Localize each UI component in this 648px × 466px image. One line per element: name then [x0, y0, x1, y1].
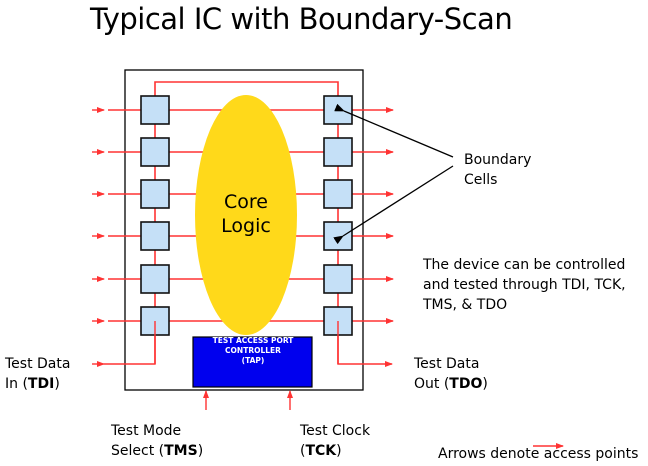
tdi-label-line2: In (TDI)	[5, 376, 60, 392]
description-line3: TMS, & TDO	[423, 297, 508, 313]
boundary-cell-right	[323, 95, 353, 125]
callout-arrow-upper	[334, 103, 454, 158]
boundary-cell-left	[140, 95, 170, 125]
core-logic-label: Core Logic	[206, 190, 286, 238]
tdo-line	[337, 321, 393, 367]
tck-label-line2: (TCK)	[300, 443, 342, 459]
tck-abbr: TCK	[305, 443, 337, 459]
boundary-cell-left	[140, 221, 170, 251]
tdi-abbr: TDI	[27, 376, 55, 392]
tms-abbr: TMS	[164, 443, 198, 459]
tck-label-line1: Test Clock	[300, 423, 371, 439]
boundary-cell-left	[140, 137, 170, 167]
chip-outline	[124, 69, 364, 391]
legend-text: Arrows denote access points	[438, 446, 639, 462]
diagram-title: Typical IC with Boundary-Scan	[90, 2, 513, 36]
core-label-line1: Core	[224, 191, 268, 213]
tap-label-line1: TEST ACCESS PORT	[212, 336, 294, 345]
description-line2: and tested through TDI, TCK,	[423, 277, 626, 293]
boundary-cell-right	[323, 179, 353, 209]
boundary-cell-right	[323, 264, 353, 294]
core-label-line2: Logic	[221, 215, 271, 237]
tap-controller-label: TEST ACCESS PORT CONTROLLER (TAP)	[194, 336, 312, 366]
tck-label: Test Clock (TCK)	[300, 421, 370, 461]
tap-controller-box	[192, 336, 313, 388]
tdo-abbr: TDO	[449, 376, 483, 392]
tdo-label-line2: Out (TDO)	[414, 376, 488, 392]
boundary-cell-left	[140, 179, 170, 209]
callout-line1: Boundary	[464, 152, 532, 168]
core-logic-ellipse	[195, 95, 297, 335]
callout-arrow-lower	[333, 165, 454, 245]
tdo-label: Test Data Out (TDO)	[414, 354, 488, 394]
tap-label-line2: CONTROLLER	[225, 346, 281, 355]
tdo-label-line1: Test Data	[414, 356, 480, 372]
boundary-cell-right	[323, 221, 353, 251]
tdi-label-line1: Test Data	[5, 356, 71, 372]
scan-chain-top	[154, 81, 339, 96]
boundary-cell-left	[140, 264, 170, 294]
callout-line2: Cells	[464, 172, 498, 188]
boundary-cells-callout: Boundary Cells	[464, 150, 531, 190]
tdi-line	[104, 321, 156, 365]
tms-label-line2: Select (TMS)	[111, 443, 204, 459]
tms-label-line1: Test Mode	[111, 423, 182, 439]
tap-label-line3: (TAP)	[241, 356, 265, 365]
description-line1: The device can be controlled	[423, 257, 626, 273]
boundary-cell-right	[323, 137, 353, 167]
device-description: The device can be controlled and tested …	[423, 255, 626, 315]
tms-label: Test Mode Select (TMS)	[111, 421, 203, 461]
tdi-label: Test Data In (TDI)	[5, 354, 70, 394]
